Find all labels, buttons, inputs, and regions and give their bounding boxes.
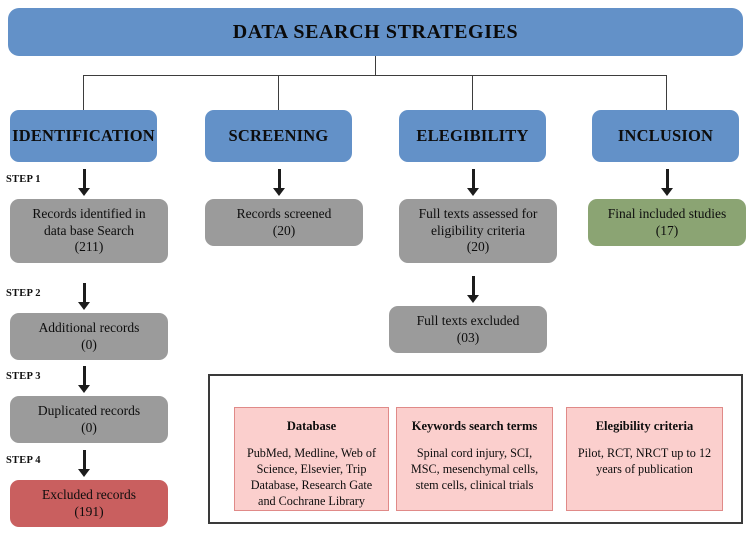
node-full-texts-assessed-line1: Full texts assessed for	[418, 206, 538, 222]
connector-title-stem	[374, 56, 376, 75]
info-box-keywords-body: Spinal cord injury, SCI, MSC, mesenchyma…	[410, 446, 539, 493]
arrow-elegibility-to-full-texts-assessed	[466, 169, 480, 196]
info-box-keywords: Keywords search terms Spinal cord injury…	[396, 407, 553, 511]
node-records-identified-line1: Records identified in	[32, 206, 146, 222]
node-full-texts-excluded-line1: Full texts excluded	[416, 313, 520, 329]
arrow-identification-to-step1	[77, 169, 91, 196]
node-records-screened: Records screened (20)	[205, 199, 363, 246]
node-records-screened-line2: (20)	[272, 222, 296, 238]
node-additional-records-line1: Additional records	[38, 320, 140, 336]
info-box-eligibility-title: Elegibility criteria	[595, 419, 694, 433]
step-label-2: STEP 2	[6, 288, 41, 299]
diagram-title: DATA SEARCH STRATEGIES	[8, 8, 743, 56]
info-box-database-title: Database	[286, 419, 337, 433]
node-full-texts-excluded: Full texts excluded (03)	[389, 306, 547, 353]
connector-drop-elegibility	[472, 74, 474, 111]
connector-drop-inclusion	[666, 74, 668, 111]
column-header-elegibility: ELEGIBILITY	[399, 110, 546, 162]
node-full-texts-excluded-line2: (03)	[456, 329, 480, 345]
node-duplicated-records-line2: (0)	[81, 419, 97, 435]
node-duplicated-records: Duplicated records (0)	[10, 396, 168, 443]
connector-horizontal-bus	[83, 74, 666, 76]
node-excluded-records: Excluded records (191)	[10, 480, 168, 527]
node-records-identified-line2: data base Search	[44, 222, 134, 238]
step-label-1: STEP 1	[6, 174, 41, 185]
node-excluded-records-line2: (191)	[74, 503, 104, 519]
node-excluded-records-line1: Excluded records	[41, 487, 137, 503]
node-final-included-studies: Final included studies (17)	[588, 199, 746, 246]
node-final-included-studies-line1: Final included studies	[607, 206, 727, 222]
column-header-inclusion: INCLUSION	[592, 110, 739, 162]
arrow-screening-to-records-screened	[272, 169, 286, 196]
info-box-eligibility: Elegibility criteria Pilot, RCT, NRCT up…	[566, 407, 723, 511]
node-additional-records-line2: (0)	[81, 336, 97, 352]
arrow-full-texts-assessed-to-excluded	[466, 276, 480, 303]
column-header-screening-label: SCREENING	[228, 125, 329, 145]
step-label-4: STEP 4	[6, 455, 41, 466]
info-box-database: Database PubMed, Medline, Web of Science…	[234, 407, 389, 511]
node-records-identified: Records identified in data base Search (…	[10, 199, 168, 263]
column-header-elegibility-label: ELEGIBILITY	[416, 125, 529, 145]
column-header-inclusion-label: INCLUSION	[617, 125, 714, 145]
info-box-database-body: PubMed, Medline, Web of Science, Elsevie…	[246, 446, 377, 509]
node-records-identified-line3: (211)	[74, 239, 104, 255]
connector-drop-identification	[83, 74, 85, 111]
connector-drop-screening	[278, 74, 280, 111]
node-records-screened-line1: Records screened	[236, 206, 332, 222]
node-full-texts-assessed-line2: eligibility criteria	[430, 222, 526, 238]
column-header-identification: IDENTIFICATION	[10, 110, 157, 162]
node-additional-records: Additional records (0)	[10, 313, 168, 360]
arrow-step1-to-step2	[77, 283, 91, 310]
search-criteria-panel: Database PubMed, Medline, Web of Science…	[208, 374, 743, 524]
node-full-texts-assessed-line3: (20)	[466, 239, 490, 255]
arrow-step2-to-step3	[77, 366, 91, 393]
info-box-keywords-title: Keywords search terms	[411, 419, 538, 433]
column-header-identification-label: IDENTIFICATION	[12, 125, 155, 145]
arrow-step3-to-step4	[77, 450, 91, 477]
step-label-3: STEP 3	[6, 371, 41, 382]
node-duplicated-records-line1: Duplicated records	[37, 403, 141, 419]
node-final-included-studies-line2: (17)	[655, 222, 679, 238]
info-box-eligibility-body: Pilot, RCT, NRCT up to 12 years of publi…	[577, 446, 712, 477]
column-header-screening: SCREENING	[205, 110, 352, 162]
arrow-inclusion-to-final-studies	[660, 169, 674, 196]
node-full-texts-assessed: Full texts assessed for eligibility crit…	[399, 199, 557, 263]
